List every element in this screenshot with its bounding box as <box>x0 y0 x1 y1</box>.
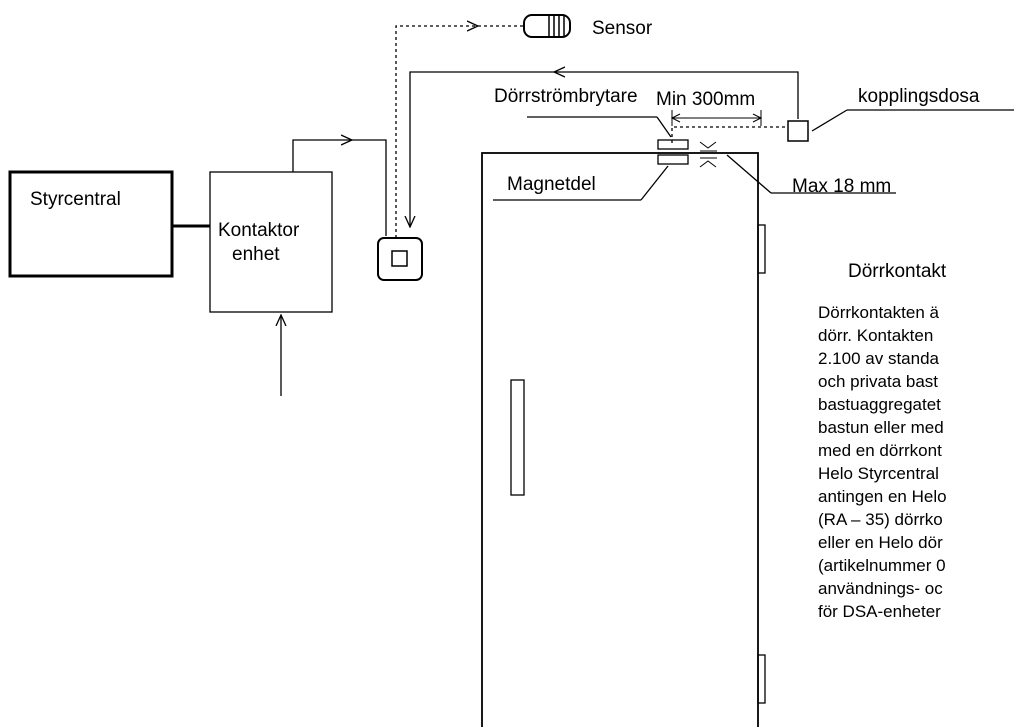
door-handle <box>510 379 525 496</box>
return-wire <box>410 71 554 227</box>
sensor-wire-dotted <box>395 26 478 238</box>
info-line: antingen en Helo <box>818 487 947 506</box>
info-line: (RA – 35) dörrko <box>818 510 943 529</box>
contactor-to-switch-line <box>352 139 387 236</box>
info-body: Dörrkontakten ä dörr. Kontakten 2.100 av… <box>818 303 947 621</box>
contactor-unit-box: Kontaktor enhet <box>209 171 333 313</box>
switch-box <box>377 237 423 281</box>
door-hinge-top <box>757 224 766 274</box>
info-line: med en dörrkont <box>818 441 942 460</box>
gap-marker <box>699 141 717 168</box>
door <box>481 152 766 727</box>
junction-box <box>787 120 809 142</box>
control-unit-box: Styrcentral <box>8 170 174 278</box>
return-arrow-top <box>554 72 799 119</box>
contactor-label-line1: Kontaktor <box>218 220 300 241</box>
door-hinge-bottom <box>757 654 766 704</box>
door-switch-leader-d <box>656 116 672 138</box>
contactor-label-line2: enhet <box>232 244 280 265</box>
junction-box-label: kopplingsdosa <box>858 86 980 107</box>
info-line: för DSA-enheter <box>818 602 941 621</box>
door-switch-label: Dörrströmbrytare <box>494 86 638 107</box>
control-unit-label: Styrcentral <box>30 189 121 210</box>
junction-dotted-wire <box>671 126 788 143</box>
info-line: eller en Helo dör <box>818 533 943 552</box>
info-line: 2.100 av standa <box>818 349 940 368</box>
max-gap-label: Max 18 mm <box>792 176 891 197</box>
info-line: och privata bast <box>818 372 938 391</box>
info-line: bastun eller med <box>818 418 944 437</box>
info-line: Dörrkontakten ä <box>818 303 939 322</box>
magnet-leader-d <box>640 165 669 201</box>
sensor-label: Sensor <box>592 18 653 39</box>
junction-leader-d <box>811 109 848 132</box>
door-switch-element <box>657 139 689 150</box>
magnet-label: Magnetdel <box>507 174 596 195</box>
min-distance-label: Min 300mm <box>656 89 755 110</box>
info-line: bastuaggregatet <box>818 395 941 414</box>
info-heading: Dörrkontakt <box>848 261 947 282</box>
sensor-icon <box>523 14 571 38</box>
info-line: dörr. Kontakten <box>818 326 933 345</box>
info-line: (artikelnummer 0 <box>818 556 946 575</box>
magnet-element <box>657 154 689 165</box>
info-line: Helo Styrcentral <box>818 464 939 483</box>
info-line: användnings- oc <box>818 579 943 598</box>
contactor-to-switch-arrow <box>292 140 352 172</box>
max-gap-leader-d <box>726 154 772 194</box>
